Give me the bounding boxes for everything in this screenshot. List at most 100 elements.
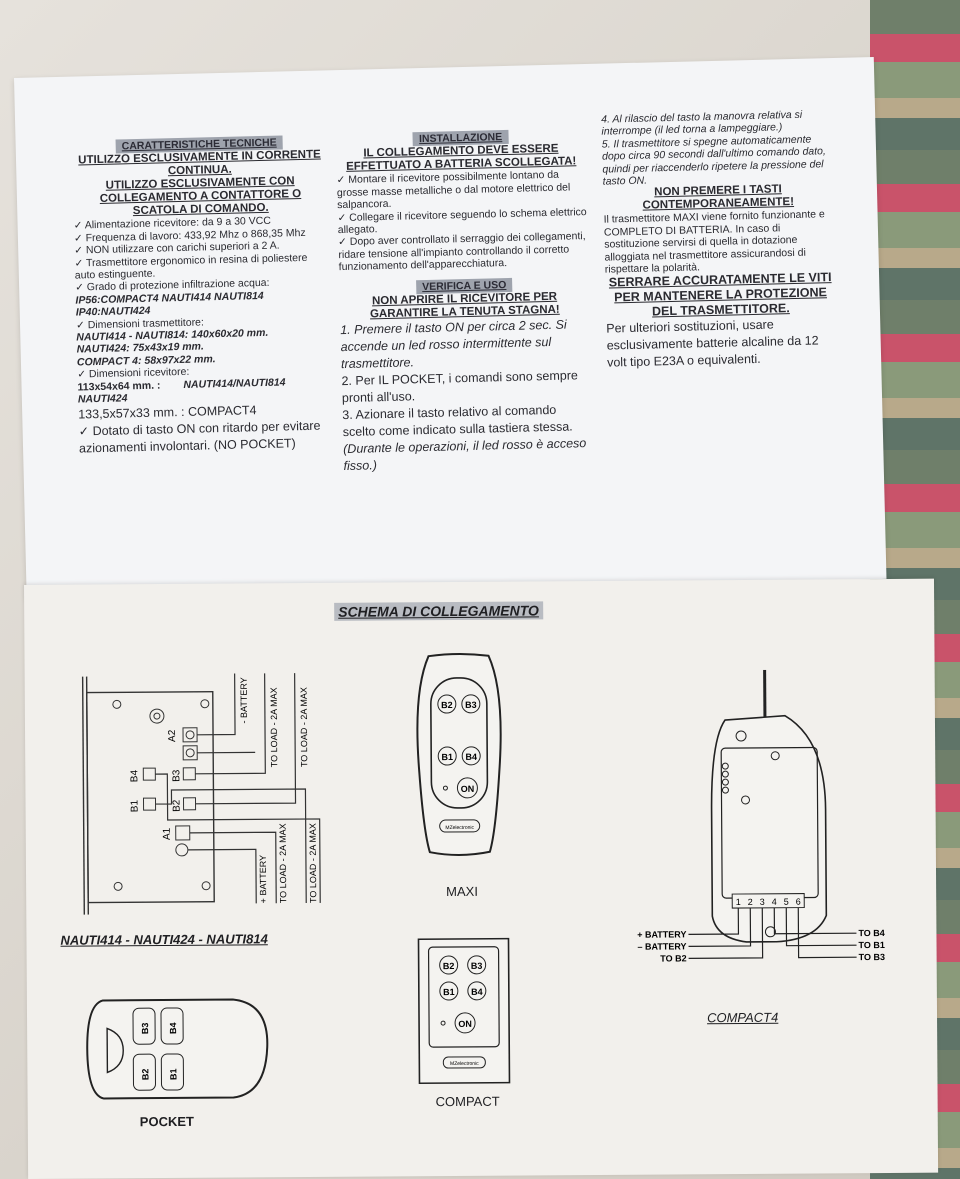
compact4-bottom-hole (764, 926, 776, 938)
tighten-screws-note: SERRARE ACCURATAMENTE LE VITI PER MANTEN… (608, 270, 832, 319)
wire-label-load-2: TO LOAD - 2A MAX (299, 687, 310, 767)
maxi-brand-plate: MZelectronic (439, 819, 481, 833)
technical-specs-column: CARATTERISTICHE TECNICHE UTILIZZO ESCLUS… (72, 134, 335, 457)
wiring-schema-panel: SCHEMA DI COLLEGAMENTO (24, 578, 939, 1179)
compact-on-text: ON (458, 1019, 472, 1029)
compact4-terminal-3: 3 (760, 897, 765, 907)
compact4-wires (688, 907, 857, 959)
wire-label-battery-neg: - BATTERY (239, 677, 249, 723)
install-step-1: ✓ Montare il ricevitore possibilmente lo… (336, 169, 571, 212)
compact4-to-b2-label: TO B2 (660, 953, 686, 963)
maxi-b1-text: B1 (441, 752, 453, 762)
use-step-3-note: (Durante le operazioni, il led rosso è a… (342, 436, 587, 474)
compact4-terminal-1: 1 (736, 897, 741, 907)
maxi-b2-text: B2 (441, 700, 453, 710)
maxi-label: MAXI (446, 883, 478, 900)
maxi-button-on: ON (456, 777, 478, 799)
nauti-wiring-diagram: A2 B3 B4 B2 B1 A1 - BATTERY TO LOAD - 2A… (81, 673, 321, 915)
wires (155, 673, 321, 904)
receiver-board (81, 676, 215, 915)
compact4-led (770, 751, 780, 761)
maxi-button-b3: B3 (461, 694, 481, 714)
installation-column: INSTALLAZIONE IL COLLEGAMENTO DEVE ESSER… (335, 128, 593, 475)
compact-remote-drawing: B2 B3 B1 B4 ON MZelectronic (417, 937, 511, 1085)
pocket-b2-text: B2 (140, 1069, 150, 1081)
mounting-holes (112, 699, 211, 891)
compact4-terminal-2: 2 (748, 897, 753, 907)
compact-b4-text: B4 (471, 987, 483, 997)
terminal-a2-label: A2 (167, 729, 178, 742)
compact4-screw (741, 795, 751, 805)
maxi-remote-drawing: B2 B3 B1 B4 ON MZelectronic (416, 652, 502, 856)
pocket-remote-drawing: B3 B4 B2 B1 (86, 998, 269, 1100)
terminals (142, 727, 198, 857)
pocket-button-b2: B2 (132, 1053, 156, 1091)
pocket-label: POCKET (139, 1113, 194, 1130)
spec-on-delay: ✓ Dotato di tasto ON con ritardo per evi… (78, 418, 321, 456)
maxi-battery-note: Il trasmettitore MAXI viene fornito funz… (603, 208, 825, 276)
wire-label-load-3: TO LOAD - 2A MAX (278, 823, 289, 903)
nauti-models-label: NAUTI414 - NAUTI424 - NAUTI814 (60, 931, 268, 948)
use-step-1: 1. Premere il tasto ON per circa 2 sec. … (340, 317, 567, 372)
terminal-b4-label: B4 (129, 770, 140, 783)
maxi-b4-text: B4 (465, 752, 477, 762)
compact4-to-b3-label: TO B3 (859, 952, 885, 962)
install-step-3: ✓ Dopo aver controllato il serraggio dei… (337, 230, 586, 274)
schema-title: SCHEMA DI COLLEGAMENTO (334, 601, 543, 621)
compact4-terminal-6: 6 (796, 897, 801, 907)
maxi-led (442, 785, 448, 791)
compact-label: COMPACT (435, 1093, 500, 1110)
pocket-b1-text: B1 (168, 1068, 178, 1080)
compact4-terminal-block: 1 2 3 4 5 6 (731, 893, 805, 909)
pocket-button-b3: B3 (132, 1007, 156, 1045)
compact4-leds-column (721, 762, 729, 794)
contactor-note: UTILIZZO ESCLUSIVAMENTE CON COLLEGAMENTO… (99, 175, 302, 218)
pocket-remote-body (86, 998, 269, 1100)
compact-b3-text: B3 (471, 961, 483, 971)
compact-b2-text: B2 (443, 961, 455, 971)
maxi-b3-text: B3 (465, 700, 477, 710)
compact4-to-b4-label: TO B4 (858, 928, 884, 938)
terminal-b3-label: B3 (171, 769, 182, 782)
leaflet-text-panel: CARATTERISTICHE TECNICHE UTILIZZO ESCLUS… (14, 56, 887, 600)
compact-button-b3: B3 (467, 955, 487, 975)
compact-b1-text: B1 (443, 987, 455, 997)
compact4-pos-battery-label: + BATTERY (637, 929, 686, 939)
usage-column: 4. Al rilascio del tasto la manovra rela… (601, 108, 837, 372)
compact4-wiring-diagram: 1 2 3 4 5 6 + BATTERY – BATTERY TO B2 TO… (637, 669, 885, 964)
compact-brand-text: MZelectronic (450, 1061, 479, 1067)
compact-keypad (427, 946, 500, 1048)
compact4-terminal-4: 4 (772, 897, 777, 907)
maxi-brand-text: MZelectronic (445, 825, 474, 831)
compact4-to-b1-label: TO B1 (858, 940, 884, 950)
wire-label-load-1: TO LOAD - 2A MAX (269, 687, 280, 767)
compact4-terminal-5: 5 (784, 897, 789, 907)
compact4-top-hole (735, 730, 747, 742)
compact-button-b1: B1 (439, 981, 459, 1001)
compact-button-b4: B4 (467, 981, 487, 1001)
terminal-b1-label: B1 (130, 800, 141, 813)
maxi-keypad (430, 677, 489, 809)
pocket-button-b4: B4 (160, 1007, 184, 1045)
terminal-b2-label: B2 (171, 799, 182, 812)
pocket-b3-text: B3 (140, 1023, 150, 1035)
wire-label-load-4: TO LOAD - 2A MAX (308, 823, 319, 903)
compact4-label: COMPACT4 (706, 1009, 779, 1026)
pocket-button-b1: B1 (160, 1053, 184, 1091)
pocket-b4-text: B4 (168, 1022, 178, 1034)
terminal-a1-label: A1 (162, 827, 173, 840)
compact-led (440, 1020, 446, 1026)
wire-label-battery-pos: + BATTERY (258, 855, 268, 904)
maxi-on-text: ON (461, 784, 475, 794)
compact-button-on: ON (454, 1012, 476, 1034)
pocket-ring (106, 1027, 124, 1074)
spec-rx-dim-size: 113x54x64 mm. : (77, 379, 161, 394)
battery-type-note: Per ulteriori sostituzioni, usare esclus… (606, 317, 819, 371)
compact-brand-plate: MZelectronic (442, 1056, 486, 1069)
maxi-button-b4: B4 (461, 746, 481, 766)
maxi-button-b1: B1 (437, 746, 457, 766)
maxi-button-b2: B2 (437, 694, 457, 714)
compact4-neg-battery-label: – BATTERY (637, 941, 686, 951)
use-step-5: 5. Il trasmettitore si spegne automatica… (601, 133, 826, 188)
